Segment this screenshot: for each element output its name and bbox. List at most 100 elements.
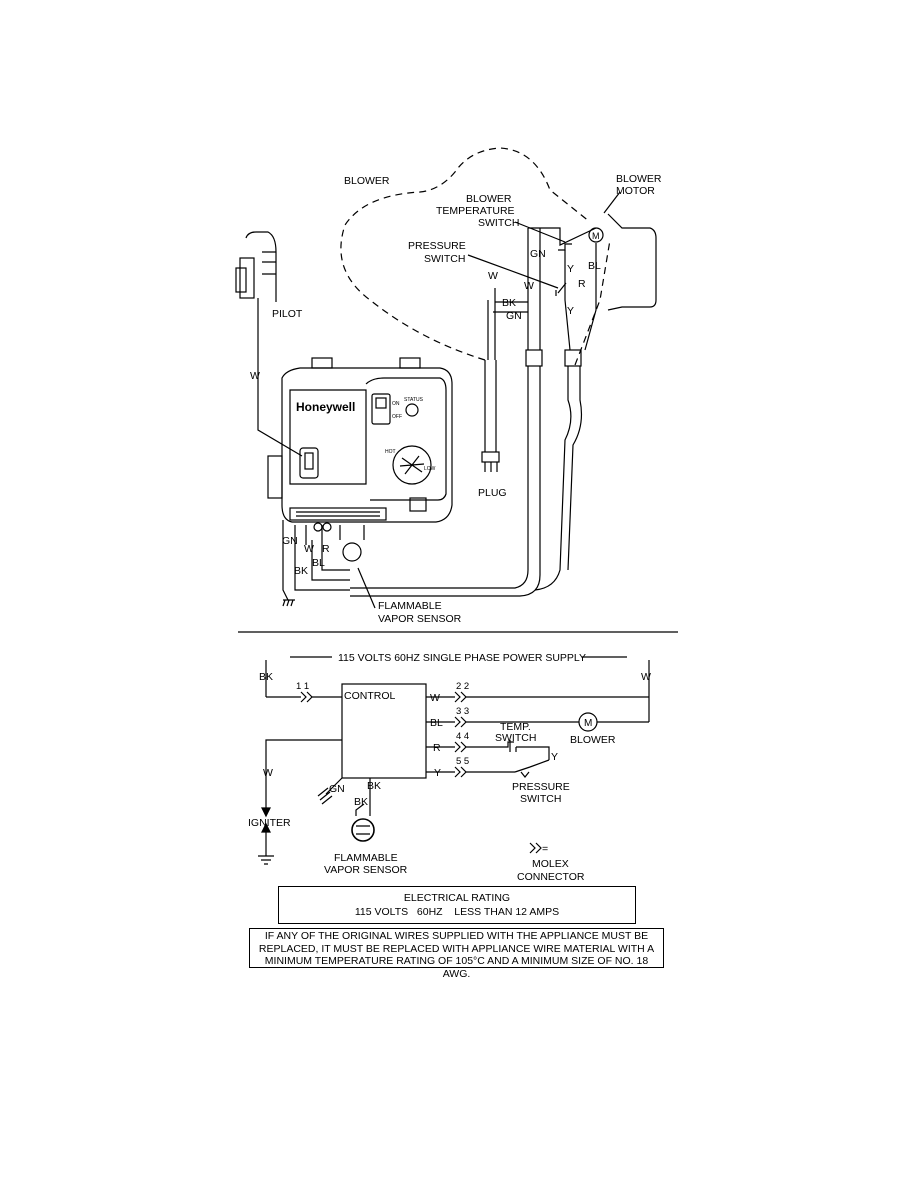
sch-pin-3: 3 3 [456, 706, 469, 717]
grommet-left [525, 349, 543, 367]
warning-line-2: REPLACED, IT MUST BE REPLACED WITH APPLI… [258, 942, 655, 955]
sensor-inner [356, 825, 370, 835]
wire-label-w-top-2: W [524, 280, 534, 292]
chassis-ground-symbol [317, 787, 333, 805]
label-status: STATUS [404, 397, 424, 403]
sch-flammable-1: FLAMMABLE [334, 852, 398, 864]
wire-label-gn-ctrl: GN [282, 535, 298, 547]
wire-label-r-ctrl: R [322, 543, 330, 555]
wire-bl [584, 243, 597, 351]
label-low: LOW [424, 466, 436, 472]
wire-label-bk-top: BK [502, 297, 516, 309]
gas-control-left-flange [267, 455, 283, 499]
label-blower: BLOWER [344, 175, 390, 187]
sch-flammable-2: VAPOR SENSOR [324, 864, 408, 876]
wire-label-w-ctrl: W [304, 543, 314, 555]
temp-switch-leader [514, 221, 566, 243]
wire-label-y-top: Y [567, 263, 574, 275]
igniter-w-line [265, 739, 342, 812]
wire-replacement-warning: IF ANY OF THE ORIGINAL WIRES SUPPLIED WI… [249, 928, 664, 980]
gas-control-face [289, 389, 367, 485]
status-led [405, 403, 419, 417]
label-temp-switch-2: TEMPERATURE [436, 205, 515, 217]
grommet-right [564, 349, 582, 367]
motor-m-top: M [592, 231, 600, 241]
terminal-ticks [296, 511, 380, 517]
wire-label-gn-top-2: GN [506, 310, 522, 322]
reset-button[interactable] [409, 497, 427, 512]
sch-blower: BLOWER [570, 734, 616, 746]
label-pressure-switch-1: PRESSURE [408, 240, 466, 252]
cable-conduit-2 [350, 366, 541, 597]
ground-symbol-top [282, 599, 295, 607]
pilot-button[interactable] [299, 447, 319, 479]
wire-label-y-top-2: Y [567, 305, 574, 317]
plug-cord [484, 360, 497, 452]
cable-conduit-1 [350, 366, 529, 589]
label-on: ON [392, 401, 400, 407]
flammable-vapor-sensor-top [342, 542, 362, 562]
wire-y-r [564, 250, 571, 351]
sensor-bk-line-2 [355, 803, 365, 816]
label-blower-motor-1: BLOWER [616, 173, 662, 185]
temperature-dial[interactable] [392, 445, 432, 485]
sch-molex-1: MOLEX [532, 858, 569, 870]
pressure-switch-symbol [555, 282, 567, 296]
pressure-switch-symbol-sch [514, 766, 531, 778]
label-flammable-2: VAPOR SENSOR [378, 613, 462, 625]
electrical-rating-box: ELECTRICAL RATING 115 VOLTS 60HZ LESS TH… [278, 886, 636, 924]
label-temp-switch-3: SWITCH [478, 217, 519, 229]
wire-label-bk-ctrl: BK [294, 565, 308, 577]
brand-honeywell: Honeywell [296, 400, 355, 414]
control-wire-bl [311, 540, 350, 581]
molex-3 [454, 716, 467, 728]
sch-bk-left: BK [259, 671, 273, 683]
sch-w-igniter: W [263, 767, 273, 779]
sch-molex-equals: = [542, 843, 548, 855]
plug-body [481, 451, 500, 463]
blower-housing-lower [574, 239, 611, 366]
gas-control-top-tab [311, 357, 333, 369]
label-flammable-1: FLAMMABLE [378, 600, 442, 612]
molex-4 [454, 741, 467, 753]
pressure-switch-leader [467, 254, 559, 289]
sch-igniter: IGNITER [248, 817, 291, 829]
igniter-arrow-down [261, 807, 271, 818]
blower-motor-leader [603, 191, 621, 214]
sch-pin-4: 4 4 [456, 731, 469, 742]
sch-pin-5: 5 5 [456, 756, 469, 767]
wire-label-gn-top: GN [530, 248, 546, 260]
pilot-button-inner [304, 452, 314, 470]
cable-conduit-3 [534, 366, 572, 591]
wire-top-loop [528, 227, 597, 246]
sch-pressure-switch-1: PRESSURE [512, 781, 570, 793]
sch-gn: GN [329, 783, 345, 795]
wire-label-bl-top: BL [588, 260, 601, 272]
sch-bl-out: BL [430, 717, 443, 729]
terminal-post [313, 522, 323, 532]
r-line-2 [466, 741, 550, 760]
y-line-2 [466, 759, 550, 773]
molex-2 [454, 691, 467, 703]
pilot-wire [257, 298, 303, 457]
gas-control-body [281, 367, 453, 523]
ground-symbol-igniter [258, 855, 274, 865]
dial-grip [399, 455, 425, 475]
wire-label-w-top: W [488, 270, 498, 282]
molex-1 [300, 691, 313, 703]
temp-switch-symbol [558, 243, 572, 251]
blower-motor-housing [607, 213, 657, 311]
control-wire-r [321, 525, 350, 571]
sch-pin-1: 1 1 [296, 681, 309, 692]
flammable-vapor-sensor [351, 818, 375, 842]
blower-motor-circle [578, 712, 598, 732]
sch-bk-sensor: BK [354, 796, 368, 808]
flammable-sensor-bracket [339, 525, 365, 540]
on-off-switch[interactable] [371, 393, 391, 425]
sch-temp-switch-2: SWITCH [495, 732, 536, 744]
sch-molex-2: CONNECTOR [517, 871, 585, 883]
rating-title: ELECTRICAL RATING [403, 892, 511, 904]
sch-w-right: W [641, 671, 651, 683]
gas-control-right-panel [365, 377, 447, 501]
